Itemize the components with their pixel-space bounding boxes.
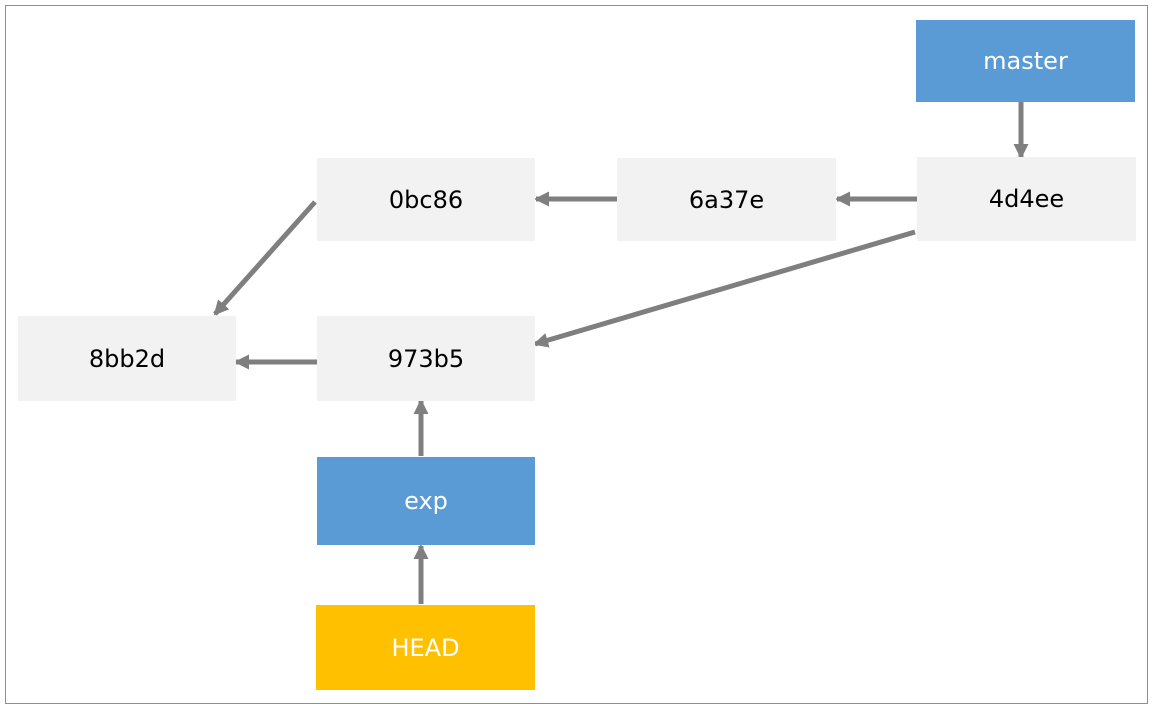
branch-exp: exp <box>317 457 535 545</box>
edge-0bc86-to-8bb2d <box>213 200 317 316</box>
commit-6a37e-label: 6a37e <box>688 185 765 214</box>
commit-6a37e: 6a37e <box>617 158 836 241</box>
edge-4d4ee-to-973b5 <box>533 229 916 348</box>
commit-0bc86-label: 0bc86 <box>388 185 464 214</box>
commit-973b5: 973b5 <box>317 316 535 401</box>
commit-973b5-label: 973b5 <box>387 344 465 373</box>
diagram-frame <box>5 5 1148 704</box>
commit-4d4ee: 4d4ee <box>917 157 1136 241</box>
branch-master-label: master <box>983 47 1068 75</box>
head-pointer: HEAD <box>316 605 535 690</box>
commit-4d4ee-label: 4d4ee <box>988 185 1065 213</box>
commit-8bb2d-label: 8bb2d <box>88 344 166 373</box>
branch-exp-label: exp <box>404 487 448 515</box>
commit-8bb2d: 8bb2d <box>18 316 236 401</box>
commit-0bc86: 0bc86 <box>317 158 535 241</box>
branch-master: master <box>916 20 1135 102</box>
head-pointer-label: HEAD <box>391 633 460 662</box>
